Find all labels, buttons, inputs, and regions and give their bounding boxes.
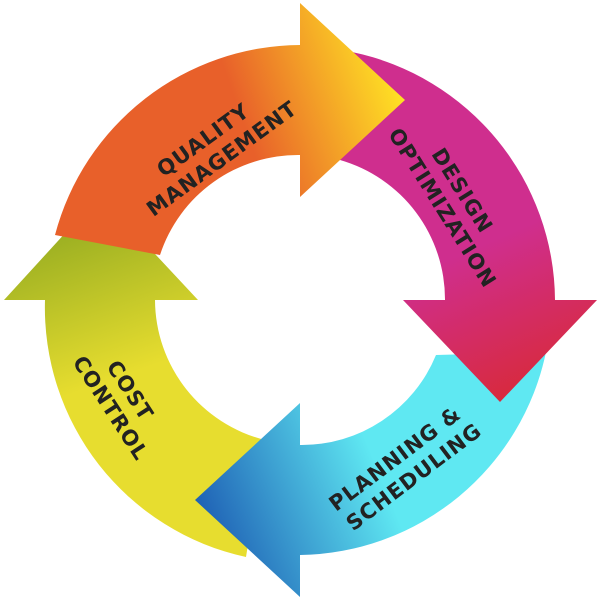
design-optimization-arrow <box>340 52 597 402</box>
planning-scheduling-arrow <box>195 352 546 597</box>
cost-control-arrow <box>4 195 265 557</box>
quality-management-arrow <box>55 3 405 255</box>
